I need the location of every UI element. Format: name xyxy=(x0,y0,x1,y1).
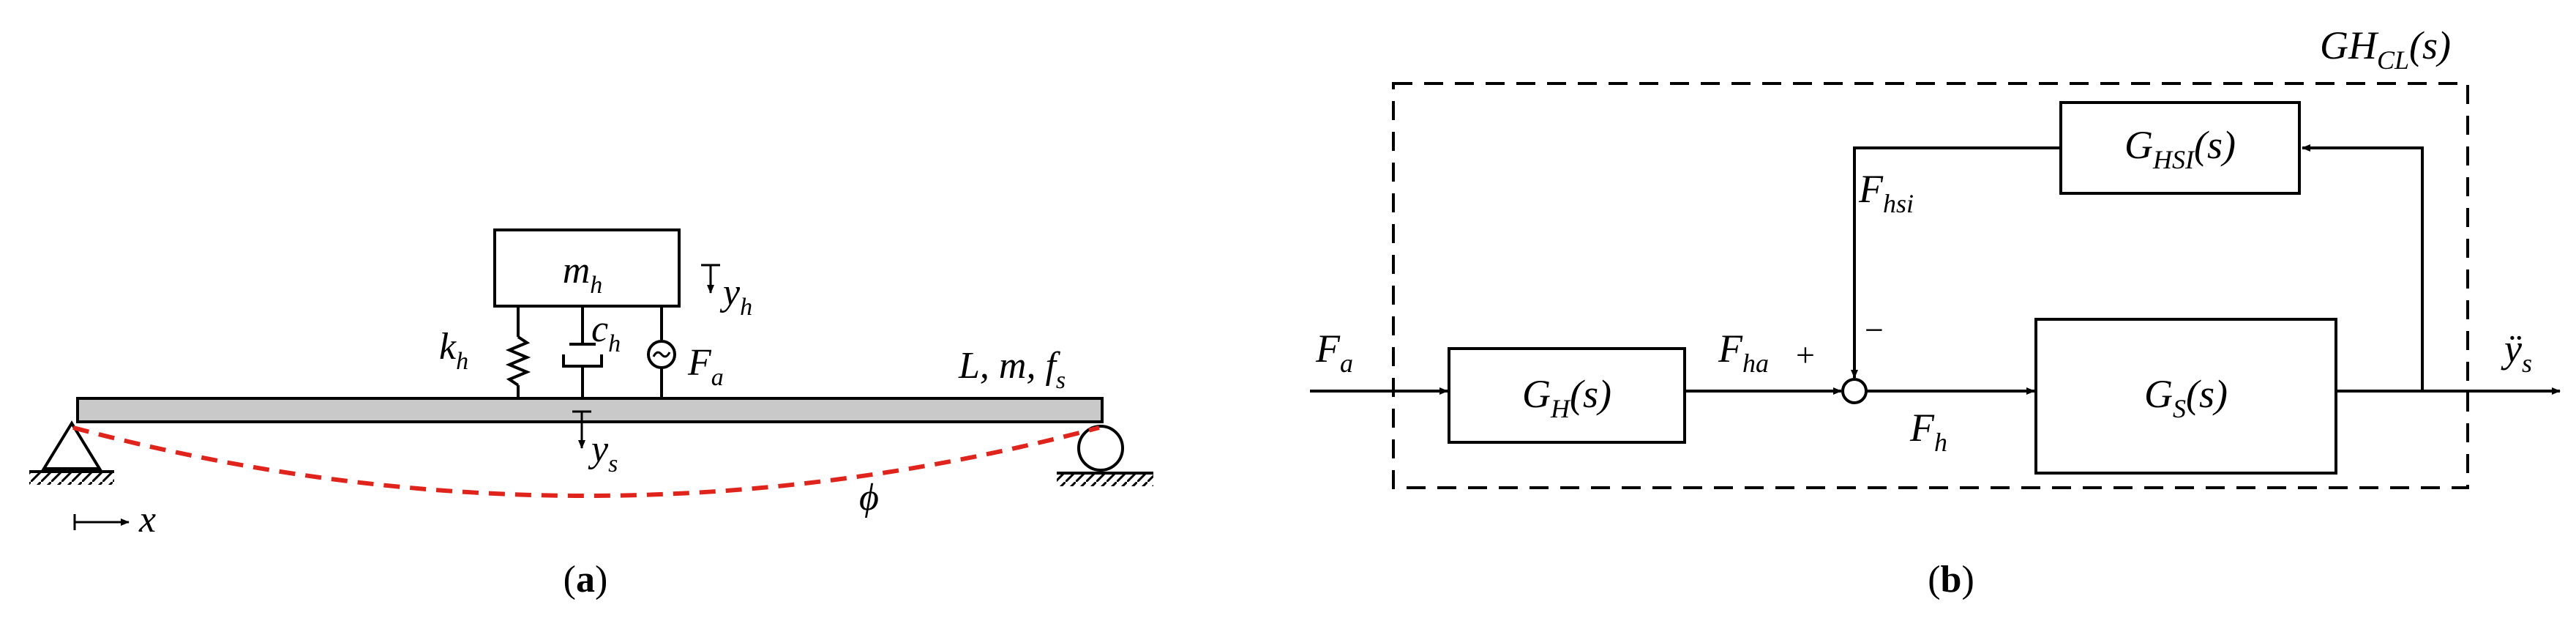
mass-label: mh xyxy=(563,250,603,299)
block-gs xyxy=(2034,318,2337,475)
minus-sign: − xyxy=(1865,311,1884,349)
x-axis-label: x xyxy=(138,499,156,540)
x-axis-arrow xyxy=(73,514,130,530)
feedback-up-line xyxy=(2302,144,2424,391)
block-ghsi-label: GHSI(s) xyxy=(2124,123,2236,174)
closed-loop-label: GHCL(s) xyxy=(2320,23,2451,75)
beam-properties-label: L, m, fs xyxy=(958,345,1066,394)
block-gh xyxy=(1448,347,1686,444)
plus-sign: + xyxy=(1796,336,1815,373)
block-gh-label: GH(s) xyxy=(1522,372,1611,423)
actuator-label: Fa xyxy=(687,342,724,391)
spring xyxy=(505,306,531,398)
feedback-down-line xyxy=(1851,146,2061,379)
closed-loop-boundary xyxy=(1392,82,2469,489)
actuator xyxy=(647,306,676,398)
signal-lines xyxy=(1310,144,2561,395)
mass-block xyxy=(493,228,681,308)
input-label: Fa xyxy=(1315,327,1353,378)
mode-shape-label: ϕ xyxy=(859,477,879,518)
signal-hsi-label: Fhsi xyxy=(1858,167,1914,218)
caption-b: (b) xyxy=(1928,559,1974,600)
summing-junction xyxy=(1841,378,1868,404)
panel-a: mh yh kh ch Fa L, m xyxy=(29,228,1153,600)
block-ghsi xyxy=(2059,101,2301,195)
mode-shape-curve xyxy=(72,425,1100,498)
beam xyxy=(76,397,1104,423)
disp-s-arrow xyxy=(572,410,591,449)
spring-label: kh xyxy=(439,326,468,375)
roller-support xyxy=(1057,425,1153,486)
pin-support xyxy=(29,420,114,485)
block-gs-label: GS(s) xyxy=(2144,372,2228,423)
output-label: ÿs xyxy=(2501,327,2532,378)
disp-h-label: yh xyxy=(719,272,752,321)
signal-h-label: Fh xyxy=(1909,406,1947,457)
damper-label: ch xyxy=(591,308,621,357)
caption-a: (a) xyxy=(564,559,608,600)
panel-b: GHCL(s) GH(s) GS(s) GHSI(s) Fa Fha + − F… xyxy=(1310,23,2561,600)
disp-s-label: ys xyxy=(588,428,618,477)
signal-ha-label: Fha xyxy=(1718,327,1769,378)
damper xyxy=(562,306,603,398)
disp-h-arrow xyxy=(701,264,720,294)
